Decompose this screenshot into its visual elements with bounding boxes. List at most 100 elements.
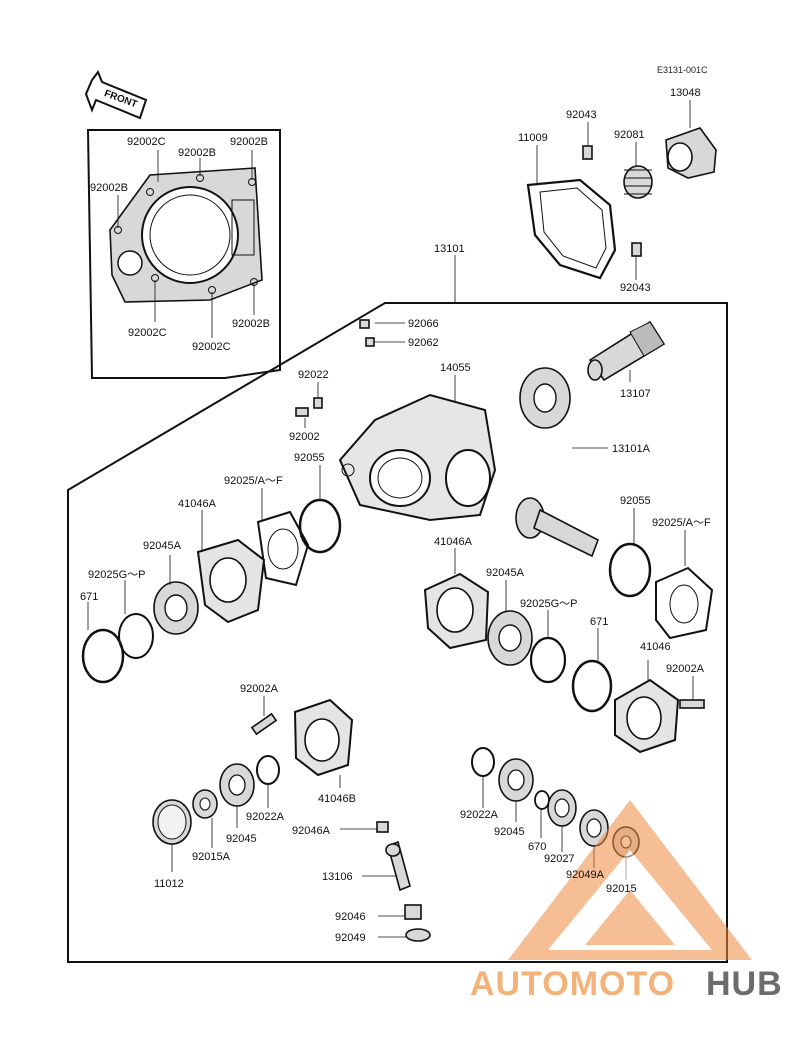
shim-lower-right-part bbox=[471, 747, 495, 777]
coupling-part bbox=[665, 127, 717, 179]
cap-11012-part bbox=[152, 799, 192, 845]
bushing-92046-part bbox=[404, 904, 422, 920]
label-92046: 92046 bbox=[335, 911, 366, 923]
watermark-text: AUTOMOTO HUB bbox=[470, 965, 783, 1003]
label-13106: 13106 bbox=[322, 871, 353, 883]
label-92002A: 92002A bbox=[666, 663, 705, 675]
bushing-92046A-part bbox=[376, 821, 389, 833]
label-14055: 14055 bbox=[440, 362, 471, 374]
label-92002C: 92002C bbox=[192, 341, 231, 353]
label-92046A: 92046A bbox=[292, 825, 331, 837]
label-92045A: 92045A bbox=[486, 567, 525, 579]
nut-lower-left-part bbox=[192, 789, 218, 819]
label-92055: 92055 bbox=[620, 495, 651, 507]
label-92015: 92015 bbox=[606, 883, 637, 895]
label-13101A: 13101A bbox=[612, 443, 651, 455]
bearing-lower-left-part bbox=[219, 763, 255, 807]
dowel-pin-part bbox=[582, 145, 593, 160]
label-11012: 11012 bbox=[154, 878, 184, 890]
spring-part bbox=[623, 165, 653, 199]
label-92055: 92055 bbox=[294, 452, 325, 464]
o-ring-671-right-part bbox=[571, 659, 613, 713]
label-671: 671 bbox=[80, 591, 98, 603]
label-92025AF: 92025/A～F bbox=[224, 475, 283, 487]
inset-box bbox=[86, 129, 281, 379]
part-labels: 92002C 92002B 92002B 92002B 92002C 92002… bbox=[80, 87, 711, 944]
label-92002C: 92002C bbox=[128, 327, 167, 339]
gear-case-part bbox=[338, 393, 497, 522]
label-92049: 92049 bbox=[335, 932, 366, 944]
o-ring-670-part bbox=[534, 790, 550, 810]
label-92045: 92045 bbox=[494, 826, 525, 838]
label-92045A: 92045A bbox=[143, 540, 182, 552]
gasket-right-part bbox=[655, 566, 714, 640]
label-11009: 11009 bbox=[518, 132, 548, 144]
label-92002C: 92002C bbox=[127, 136, 166, 148]
label-92043: 92043 bbox=[620, 282, 651, 294]
label-41046A: 41046A bbox=[434, 536, 473, 548]
front-arrow-icon: FRONT bbox=[84, 69, 148, 120]
label-13107: 13107 bbox=[620, 388, 651, 400]
bearing-lower-right-part bbox=[498, 758, 534, 802]
label-92002: 92002 bbox=[289, 431, 320, 443]
bearing-left-part bbox=[153, 581, 199, 635]
pinion-shaft-part bbox=[515, 497, 599, 558]
bearing-housing-41046B-part bbox=[293, 698, 354, 777]
dowel-pin-part bbox=[631, 242, 642, 257]
plug-part bbox=[359, 319, 370, 329]
shim-lower-left-part bbox=[256, 755, 280, 785]
watermark-logo bbox=[508, 800, 752, 960]
label-92022A: 92022A bbox=[460, 809, 499, 821]
label-92002B: 92002B bbox=[232, 318, 270, 330]
label-92002B: 92002B bbox=[230, 136, 268, 148]
label-41046A: 41046A bbox=[178, 498, 217, 510]
bolt-part bbox=[679, 699, 705, 709]
bearing-92027-part bbox=[547, 789, 577, 827]
watermark-part2: HUB bbox=[706, 965, 783, 1003]
o-ring-671-left-part bbox=[81, 628, 125, 684]
main-assembly-box bbox=[67, 302, 728, 963]
gasket-left-part bbox=[256, 510, 310, 587]
o-ring-part bbox=[298, 498, 342, 554]
washer-part bbox=[313, 397, 323, 409]
input-shaft-part bbox=[587, 320, 666, 382]
label-92049A: 92049A bbox=[566, 869, 605, 881]
label-41046: 41046 bbox=[640, 641, 671, 653]
label-92045: 92045 bbox=[226, 833, 257, 845]
ref-code: E3131-001C bbox=[657, 65, 708, 75]
gasket-part bbox=[526, 178, 617, 280]
label-92022: 92022 bbox=[298, 369, 329, 381]
label-92022A: 92022A bbox=[246, 811, 285, 823]
label-41046B: 41046B bbox=[318, 793, 356, 805]
label-92027: 92027 bbox=[544, 853, 575, 865]
label-92066: 92066 bbox=[408, 318, 439, 330]
o-ring-92055-right-part bbox=[608, 542, 652, 598]
washer-92049-part bbox=[405, 928, 431, 942]
label-92081: 92081 bbox=[614, 129, 645, 141]
bolt-part bbox=[250, 712, 278, 736]
watermark-part1: AUTOMOTO bbox=[470, 965, 675, 1003]
label-92002A: 92002A bbox=[240, 683, 279, 695]
bearing-housing-41046-part bbox=[614, 678, 680, 754]
shim-center-part bbox=[529, 636, 567, 684]
bevel-gear-part bbox=[519, 367, 571, 429]
label-92043: 92043 bbox=[566, 109, 597, 121]
gear-case-cover-part bbox=[109, 167, 263, 303]
label-92002B: 92002B bbox=[178, 147, 216, 159]
label-92025GP: 92025G～P bbox=[520, 598, 577, 610]
shim-left-part bbox=[118, 613, 154, 659]
label-13048: 13048 bbox=[670, 87, 701, 99]
label-671: 671 bbox=[590, 616, 608, 628]
plug-part bbox=[365, 337, 375, 347]
label-92025AF: 92025/A～F bbox=[652, 517, 711, 529]
label-92015A: 92015A bbox=[192, 851, 231, 863]
label-92062: 92062 bbox=[408, 337, 439, 349]
pinion-13106-part bbox=[385, 840, 411, 892]
label-13101: 13101 bbox=[434, 243, 465, 255]
leader-lines bbox=[87, 100, 694, 938]
label-92002B: 92002B bbox=[90, 182, 128, 194]
bearing-housing-left-part bbox=[196, 538, 266, 624]
label-670: 670 bbox=[528, 841, 546, 853]
bearing-center-part bbox=[487, 610, 533, 666]
